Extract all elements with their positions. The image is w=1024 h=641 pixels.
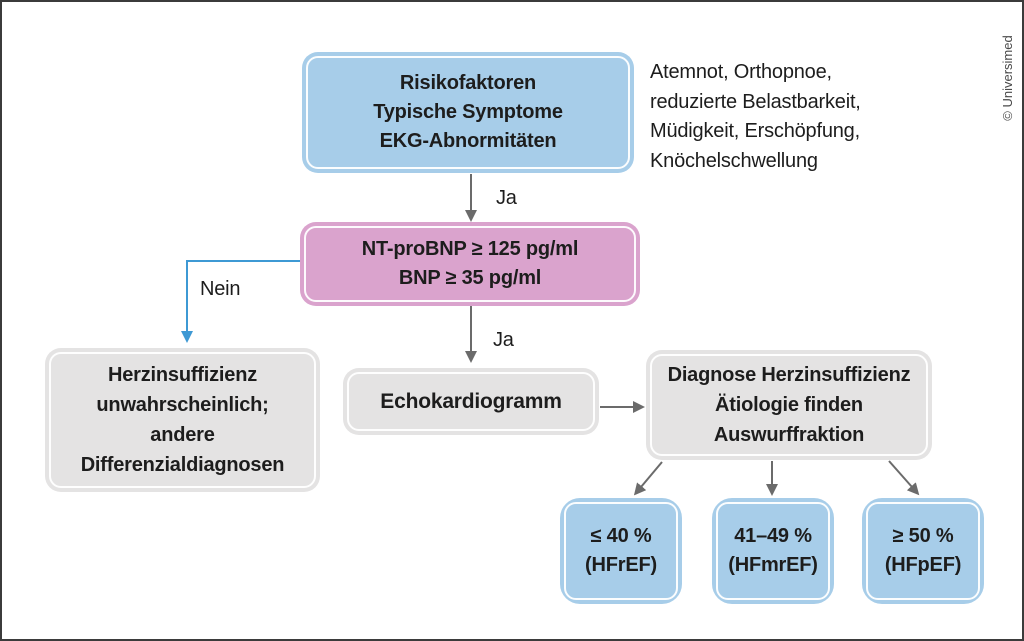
diagnosis-line: Diagnose Herzinsuffizienz: [667, 364, 911, 386]
credit-universimed: © Universimed: [1000, 35, 1015, 121]
ef-class: (HFrEF): [585, 554, 657, 576]
risk-factors-box: Risikofaktoren Typische Symptome EKG-Abn…: [302, 52, 634, 173]
diagnosis-line: Auswurffraktion: [713, 424, 865, 446]
edge-label-ja-1: Ja: [496, 187, 517, 209]
ef-class: (HFmrEF): [728, 554, 818, 576]
ef-box-hfref: ≤ 40 % (HFrEF): [560, 498, 682, 604]
risk-factors-line: Risikofaktoren: [399, 72, 537, 94]
symptoms-note-line: Atemnot, Orthopnoe,: [650, 61, 832, 83]
ef-value: 41–49 %: [734, 525, 812, 547]
diagnosis-box: Diagnose Herzinsuffizienz Ätiologie find…: [646, 350, 932, 460]
hf-unlikely-line: Differenzialdiagnosen: [80, 454, 285, 476]
bnp-threshold-line: BNP ≥ 35 pg/ml: [398, 267, 542, 289]
hf-unlikely-line: andere: [150, 424, 215, 446]
ef-value: ≤ 40 %: [590, 525, 652, 547]
ef-value: ≥ 50 %: [892, 525, 954, 547]
edge-label-ja-2: Ja: [493, 329, 514, 351]
ef-box-hfpef: ≥ 50 % (HFpEF): [862, 498, 984, 604]
risk-factors-line: Typische Symptome: [373, 101, 563, 123]
symptoms-note-line: Knöchelschwellung: [650, 149, 818, 172]
echocardiogram-box: Echokardiogramm: [343, 368, 599, 435]
symptoms-note-line: Müdigkeit, Erschöpfung,: [650, 120, 860, 142]
hf-unlikely-line: Herzinsuffizienz: [107, 364, 258, 386]
edge-label-nein: Nein: [200, 278, 241, 300]
symptoms-note-line: reduzierte Belastbarkeit,: [650, 90, 861, 113]
hf-unlikely-box: Herzinsuffizienz unwahrscheinlich; ander…: [45, 348, 320, 492]
risk-factors-line: EKG-Abnormitäten: [379, 130, 557, 152]
diagnosis-line: Ätiologie finden: [715, 394, 863, 416]
bnp-threshold-line: NT-proBNP ≥ 125 pg/ml: [361, 238, 579, 260]
symptoms-note: Atemnot, Orthopnoe, reduzierte Belastbar…: [650, 58, 990, 176]
ef-box-hfmref: 41–49 % (HFmrEF): [712, 498, 834, 604]
hf-unlikely-line: unwahrscheinlich;: [96, 394, 269, 416]
ef-class: (HFpEF): [884, 554, 962, 576]
bnp-threshold-box: NT-proBNP ≥ 125 pg/ml BNP ≥ 35 pg/ml: [300, 222, 640, 306]
